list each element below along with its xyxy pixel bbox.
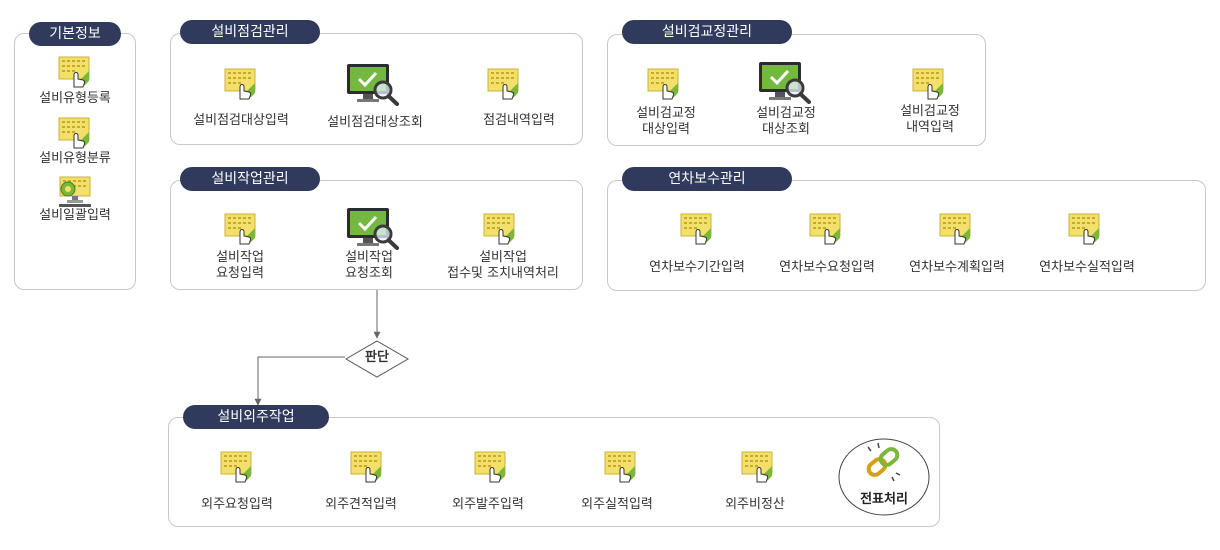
annual-item-3[interactable]: 연차보수계획입력 — [909, 260, 1005, 275]
form-entry-icon — [219, 449, 255, 485]
outsource-item-1[interactable]: 외주요청입력 — [201, 497, 273, 512]
form-entry-icon — [603, 449, 639, 485]
monitor-search-icon — [345, 206, 401, 250]
annual-title: 연차보수관리 — [622, 167, 792, 191]
outsource-item-3[interactable]: 외주발주입력 — [452, 497, 524, 512]
form-entry-icon — [911, 66, 947, 102]
basic-item-2[interactable]: 설비유형분류 — [39, 151, 111, 166]
form-entry-icon — [57, 54, 93, 90]
monitor-search-icon — [345, 62, 401, 106]
monitor-search-icon — [757, 60, 813, 104]
inspection-title: 설비점검관리 — [180, 20, 320, 44]
outsource-item-2[interactable]: 외주견적입력 — [325, 497, 397, 512]
form-entry-icon — [938, 211, 974, 247]
form-entry-icon — [473, 449, 509, 485]
inspection-item-2[interactable]: 설비점검대상조회 — [327, 115, 423, 130]
form-entry-icon — [1067, 211, 1103, 247]
inspection-item-1[interactable]: 설비점검대상입력 — [193, 113, 289, 128]
annual-item-1[interactable]: 연차보수기간입력 — [649, 260, 745, 275]
outsource-title: 설비외주작업 — [183, 405, 329, 429]
basic-item-1[interactable]: 설비유형등록 — [39, 91, 111, 106]
outsource-item-4[interactable]: 외주실적입력 — [581, 497, 653, 512]
annual-item-2[interactable]: 연차보수요청입력 — [779, 260, 875, 275]
calibration-title: 설비검교정관리 — [622, 20, 792, 44]
form-entry-icon — [646, 66, 682, 102]
outsource-item-5[interactable]: 외주비정산 — [725, 497, 785, 512]
form-entry-icon — [486, 66, 522, 102]
chain-link-icon — [866, 442, 901, 482]
form-entry-icon — [223, 211, 259, 247]
basic-item-3[interactable]: 설비일괄입력 — [39, 208, 111, 223]
annual-item-4[interactable]: 연차보수실적입력 — [1039, 260, 1135, 275]
batch-input-icon — [57, 174, 93, 210]
work-title: 설비작업관리 — [180, 167, 320, 191]
decision-diamond — [345, 340, 409, 378]
voucher-label: 전표처리 — [860, 492, 908, 507]
inspection-item-3[interactable]: 점검내역입력 — [483, 113, 555, 128]
form-entry-icon — [223, 66, 259, 102]
outsource-panel — [168, 417, 940, 527]
form-entry-icon — [349, 449, 385, 485]
form-entry-icon — [808, 211, 844, 247]
form-entry-icon — [740, 449, 776, 485]
voucher-node[interactable] — [838, 437, 930, 517]
form-entry-icon — [679, 211, 715, 247]
form-entry-icon — [482, 211, 518, 247]
basic-info-panel — [14, 33, 136, 290]
arrow — [254, 356, 345, 406]
decision-label: 판단 — [365, 350, 389, 365]
form-entry-icon — [57, 115, 93, 151]
basic-info-title: 기본정보 — [29, 22, 121, 46]
